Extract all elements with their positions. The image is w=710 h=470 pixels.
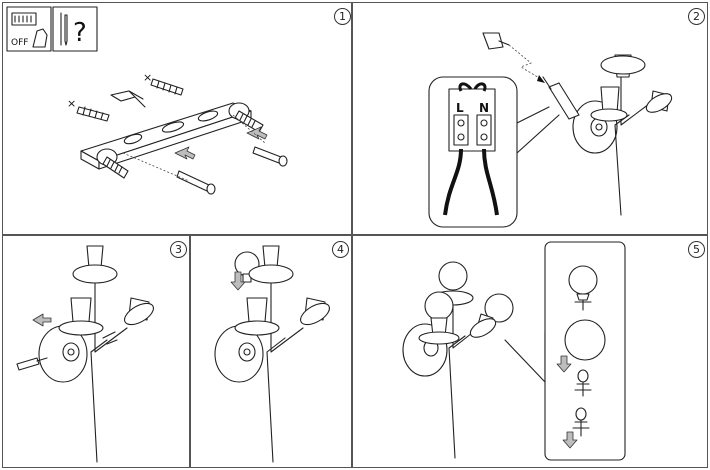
- lamp-wall-plate: [214, 325, 264, 383]
- arrow-screw-left: [174, 146, 196, 160]
- threaded-stud-left: [102, 156, 129, 179]
- globe-illustration: [402, 241, 626, 461]
- svg-text:×: ×: [67, 97, 76, 110]
- mounting-illustration: OFF ?: [6, 6, 288, 195]
- magnifier-callout: [516, 106, 560, 154]
- step-number: 1: [334, 8, 351, 25]
- screw-right: [252, 146, 288, 167]
- detail-callout: [504, 331, 546, 383]
- tool-warning-icon: ?: [52, 6, 98, 52]
- wiring-illustration: L N: [428, 32, 673, 228]
- svg-text:×: ×: [143, 71, 152, 84]
- arrow-bulb-down: [230, 271, 246, 291]
- screw-left: [176, 170, 216, 195]
- step-number: 3: [170, 241, 187, 258]
- terminal-live-label: L: [456, 101, 464, 115]
- terminal-block-detail: L N: [428, 76, 518, 228]
- cover-illustration: [16, 245, 154, 463]
- switch-off-label: OFF: [11, 38, 28, 48]
- step-number: 2: [688, 8, 705, 25]
- lamp-frame: [448, 295, 482, 459]
- step-number: 4: [332, 241, 349, 258]
- pliers-icon: [110, 90, 146, 108]
- warning-question-mark: ?: [73, 18, 87, 48]
- screwdriver-icon: [482, 32, 580, 120]
- arrow-screwdriver: [537, 75, 545, 83]
- glass-globe-left: [418, 291, 460, 345]
- panel-step-3: 3: [2, 235, 190, 468]
- lamp-frame: [58, 245, 154, 463]
- lamp-frame: [590, 54, 673, 216]
- wall-bracket: [80, 102, 252, 170]
- arrow-screw-right: [246, 126, 268, 140]
- bulb-illustration: [214, 245, 330, 463]
- globe-detail-box: [544, 241, 626, 461]
- screw-detail: [102, 331, 118, 345]
- power-off-icon: OFF: [6, 6, 52, 52]
- tool-path: [508, 44, 542, 80]
- wall-plug-right: ×: [143, 71, 184, 96]
- panel-step-4: 4: [190, 235, 352, 468]
- panel-step-5: 5: [352, 235, 708, 468]
- terminal-neutral-label: N: [479, 101, 489, 115]
- glass-globe-right: [469, 293, 514, 338]
- arrow-cover: [32, 313, 52, 327]
- step-number: 5: [688, 241, 705, 258]
- wall-plug-left: ×: [67, 97, 110, 122]
- screwdriver-icon: [16, 357, 48, 371]
- panel-step-1: OFF ?: [2, 2, 352, 235]
- lamp-wall-plate: [38, 325, 88, 383]
- lamp-frame: [234, 245, 330, 463]
- panel-step-2: L N: [352, 2, 708, 235]
